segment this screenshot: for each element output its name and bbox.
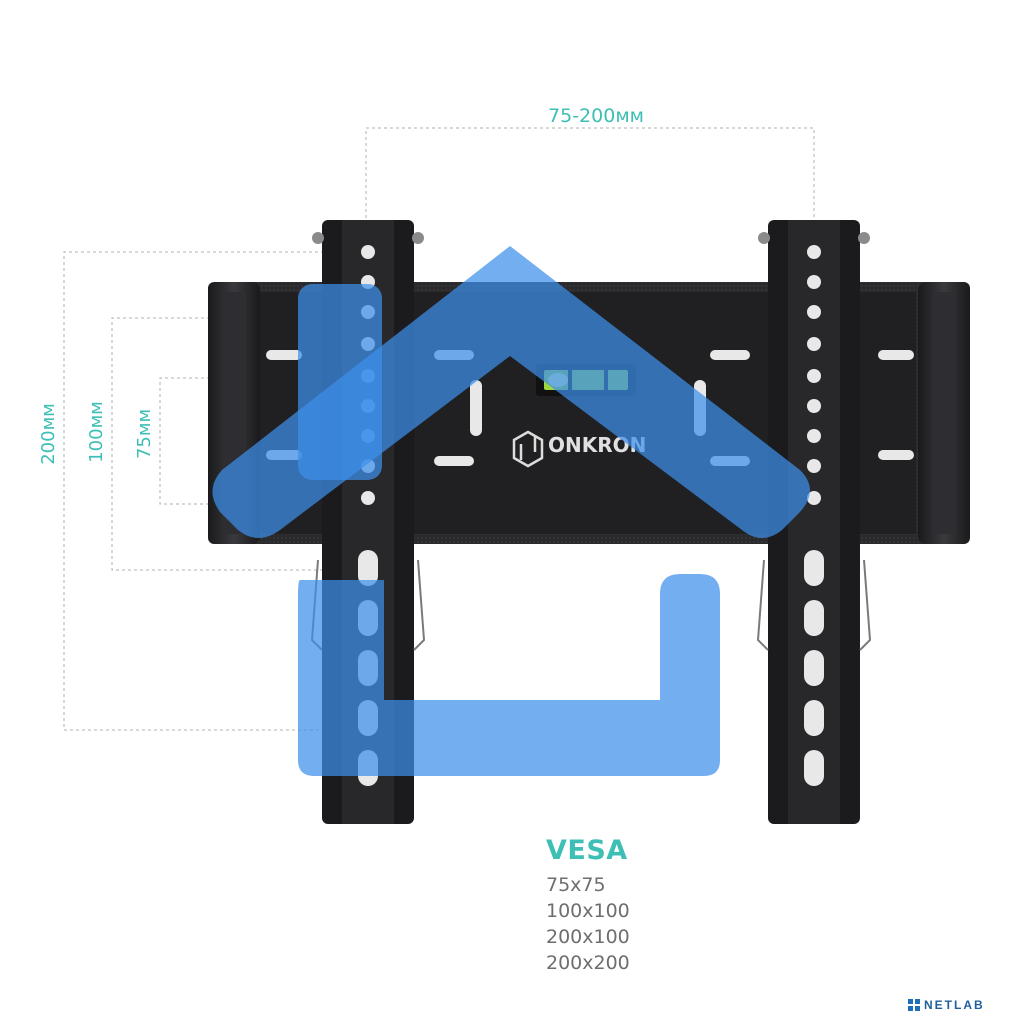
onkron-logo-icon	[512, 430, 544, 468]
vesa-size-item: 200x200	[546, 952, 630, 974]
vesa-specs: VESA 75x75 100x100 200x100 200x200	[546, 834, 746, 976]
vesa-size-item: 75x75	[546, 874, 606, 896]
height-75-dimension-label: 75мм	[134, 409, 155, 459]
vesa-size-list: 75x75 100x100 200x100 200x200	[546, 872, 746, 976]
vesa-size-item: 200x100	[546, 926, 630, 948]
netlab-watermark: NETLAB	[908, 994, 985, 1016]
watermark-text: NETLAB	[924, 998, 985, 1012]
height-100-dimension-label: 100мм	[86, 401, 107, 463]
height-200-dimension-label: 200мм	[38, 403, 59, 465]
tilt-arrow-overlay	[212, 246, 810, 776]
width-dimension-label: 75-200мм	[548, 105, 644, 127]
vesa-size-item: 100x100	[546, 900, 630, 922]
netlab-logo-icon	[908, 999, 920, 1011]
vesa-title: VESA	[546, 835, 628, 866]
right-bracket-arm	[756, 220, 872, 824]
